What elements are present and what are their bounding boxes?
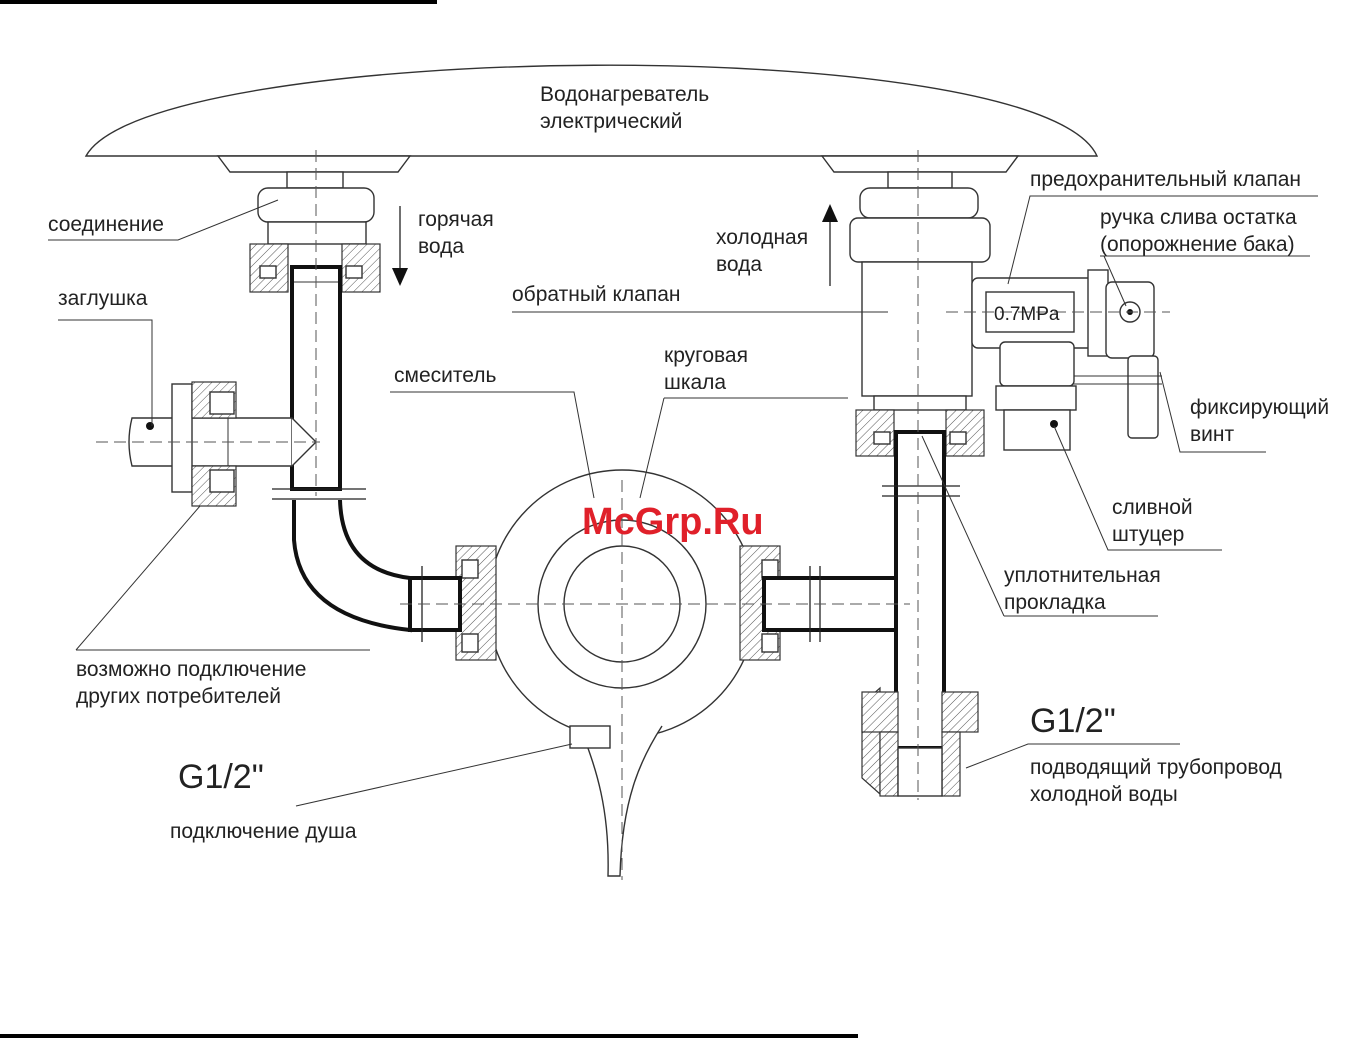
center-lines <box>96 150 1170 880</box>
supply-pipe-label-line2: холодной воды <box>1030 783 1178 806</box>
cold-inlet-assembly <box>820 155 1162 797</box>
consumers-label-line2: других потребителей <box>76 685 281 708</box>
fixing-screw-label-line2: винт <box>1190 423 1234 446</box>
gasket-label-line1: уплотнительная <box>1004 564 1161 587</box>
drain-fitting-label-line1: сливной <box>1112 496 1193 519</box>
shower-connection-label: подключение душа <box>170 820 357 843</box>
consumers-label-line1: возможно подключение <box>76 658 306 681</box>
water-heater-tank <box>84 64 1099 157</box>
mixer-label: смеситель <box>394 364 496 387</box>
pressure-label: 0.7MPa <box>994 304 1060 325</box>
safety-valve-label: предохранительный клапан <box>1030 168 1301 191</box>
cold-water-label-line1: холодная <box>716 226 808 249</box>
leader-lines <box>48 195 1318 807</box>
thread-size-right: G1/2" <box>1030 702 1116 740</box>
cold-water-label-line2: вода <box>716 253 762 276</box>
plug-label: заглушка <box>58 287 148 310</box>
heater-label-line2: электрический <box>540 110 682 133</box>
heater-label-line1: Водонагреватель <box>540 83 709 106</box>
gasket-label-line2: прокладка <box>1004 591 1106 614</box>
drain-handle-label-line1: ручка слива остатка <box>1100 206 1297 229</box>
arrow-up-icon <box>822 204 838 286</box>
watermark: McGrp.Ru <box>582 501 764 543</box>
drain-handle-label-line2: (опорожнение бака) <box>1100 233 1295 256</box>
supply-pipe-label-line1: подводящий трубопровод <box>1030 756 1282 779</box>
dial-label-line2: шкала <box>664 371 726 394</box>
fixing-screw-label-line1: фиксирующий <box>1190 396 1329 419</box>
tee-plug-assembly <box>128 381 317 507</box>
arrow-down-icon <box>392 206 408 286</box>
hot-water-label-line1: горячая <box>418 208 494 231</box>
connection-label: соединение <box>48 213 164 236</box>
hot-water-label-line2: вода <box>418 235 464 258</box>
drain-fitting-label-line2: штуцер <box>1112 523 1184 546</box>
check-valve-label: обратный клапан <box>512 283 680 306</box>
dial-label-line1: круговая <box>664 344 748 367</box>
thread-size-left: G1/2" <box>178 758 264 796</box>
hot-outlet-connection <box>216 155 412 293</box>
